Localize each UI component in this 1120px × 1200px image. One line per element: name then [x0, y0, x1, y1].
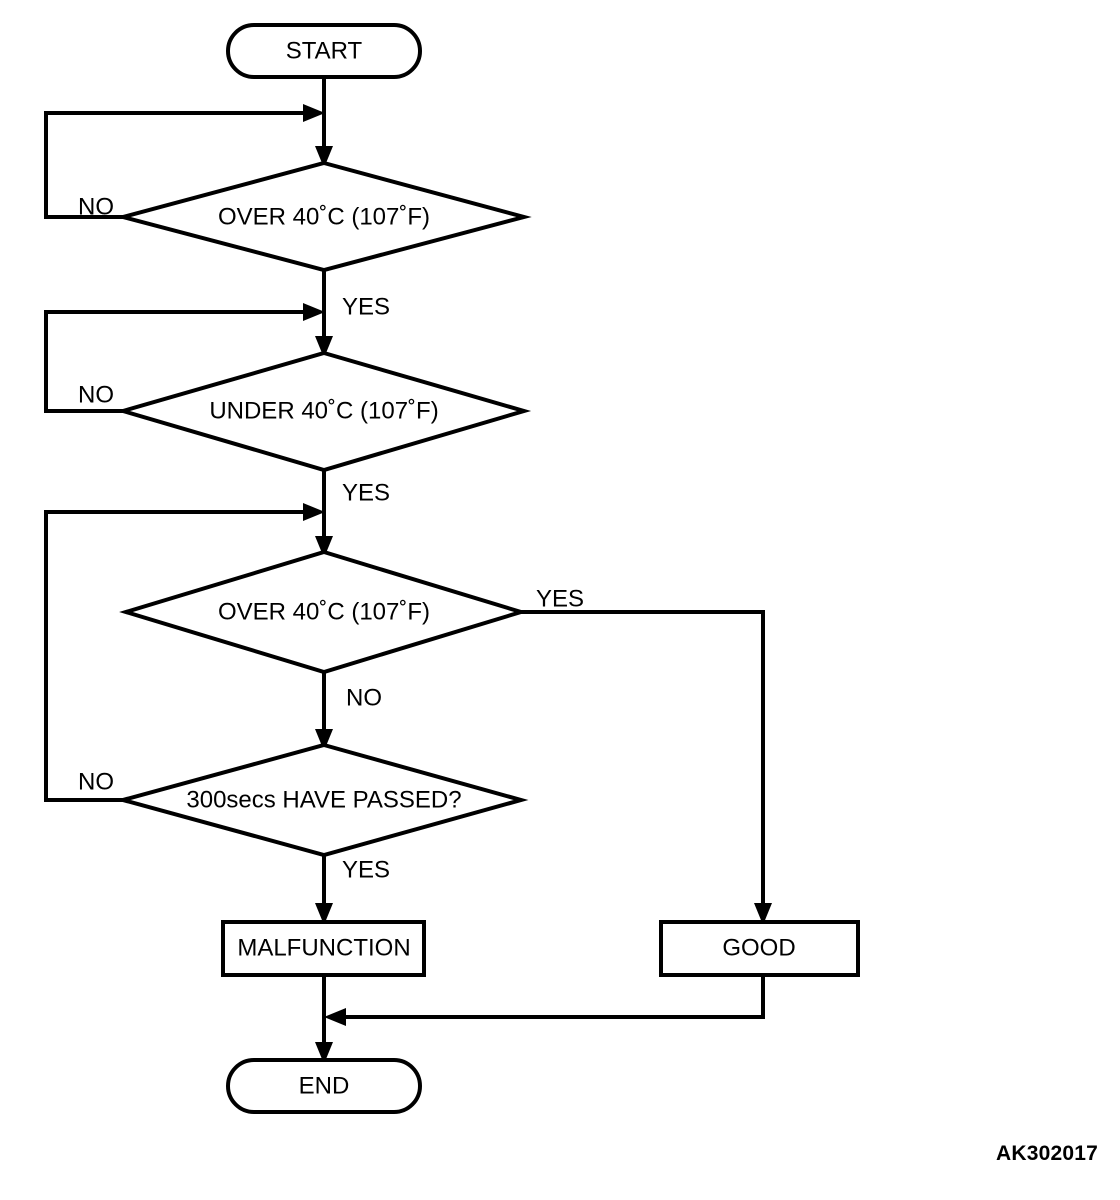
arrowhead-d1-no-loop — [303, 104, 325, 122]
edge-label-d2-no: NO — [78, 381, 114, 408]
edge-label-d1-no: NO — [78, 193, 114, 220]
edge-d2-no-loop — [44, 310, 313, 413]
arrowhead-d4-in — [315, 729, 333, 751]
edge-label-d4-no: NO — [78, 768, 114, 795]
node-good-label: GOOD — [722, 934, 795, 961]
node-start-label: START — [286, 37, 363, 64]
edge-label-d2-yes: YES — [342, 479, 390, 506]
arrowhead-merge-left — [324, 1008, 346, 1026]
node-decision-over-40c-2[interactable] — [119, 549, 528, 675]
node-malfunction-label: MALFUNCTION — [237, 934, 410, 961]
edge-d4-no-loop — [44, 510, 313, 802]
node-end[interactable] — [226, 1058, 422, 1114]
node-decision-over-40c-2-label: OVER 40˚C (107˚F) — [218, 598, 430, 625]
edge-label-d1-yes: YES — [342, 293, 390, 320]
arrowhead-end-in — [315, 1042, 333, 1064]
edge-label-d3-yes: YES — [536, 585, 584, 612]
arrowhead-good-in — [754, 903, 772, 925]
node-decision-300secs-label: 300secs HAVE PASSED? — [186, 786, 461, 813]
arrowhead-d3-in — [315, 536, 333, 558]
edge-d1-no-loop — [44, 111, 313, 219]
arrowhead-malfunction-in — [315, 903, 333, 925]
edge-good-to-end — [336, 975, 765, 1019]
edge-d3-yes-to-good — [521, 610, 765, 913]
edge-label-d3-no: NO — [346, 684, 382, 711]
watermark-figure-id: AK302017 — [995, 1142, 1098, 1165]
arrowhead-d2-no-loop — [303, 303, 325, 321]
edge-label-d4-yes: YES — [342, 856, 390, 883]
arrowhead-d4-no-loop — [303, 503, 325, 521]
node-decision-under-40c[interactable] — [115, 350, 532, 473]
node-end-label: END — [299, 1072, 350, 1099]
node-decision-over-40c-1[interactable] — [115, 160, 532, 273]
node-decision-over-40c-1-label: OVER 40˚C (107˚F) — [218, 203, 430, 230]
node-good[interactable] — [659, 920, 860, 977]
arrowhead-d1-in — [315, 146, 333, 168]
node-start[interactable] — [226, 23, 422, 79]
node-decision-300secs[interactable] — [115, 742, 529, 858]
node-malfunction[interactable] — [221, 920, 426, 977]
node-decision-under-40c-label: UNDER 40˚C (107˚F) — [209, 397, 438, 424]
arrowhead-d2-in — [315, 336, 333, 358]
